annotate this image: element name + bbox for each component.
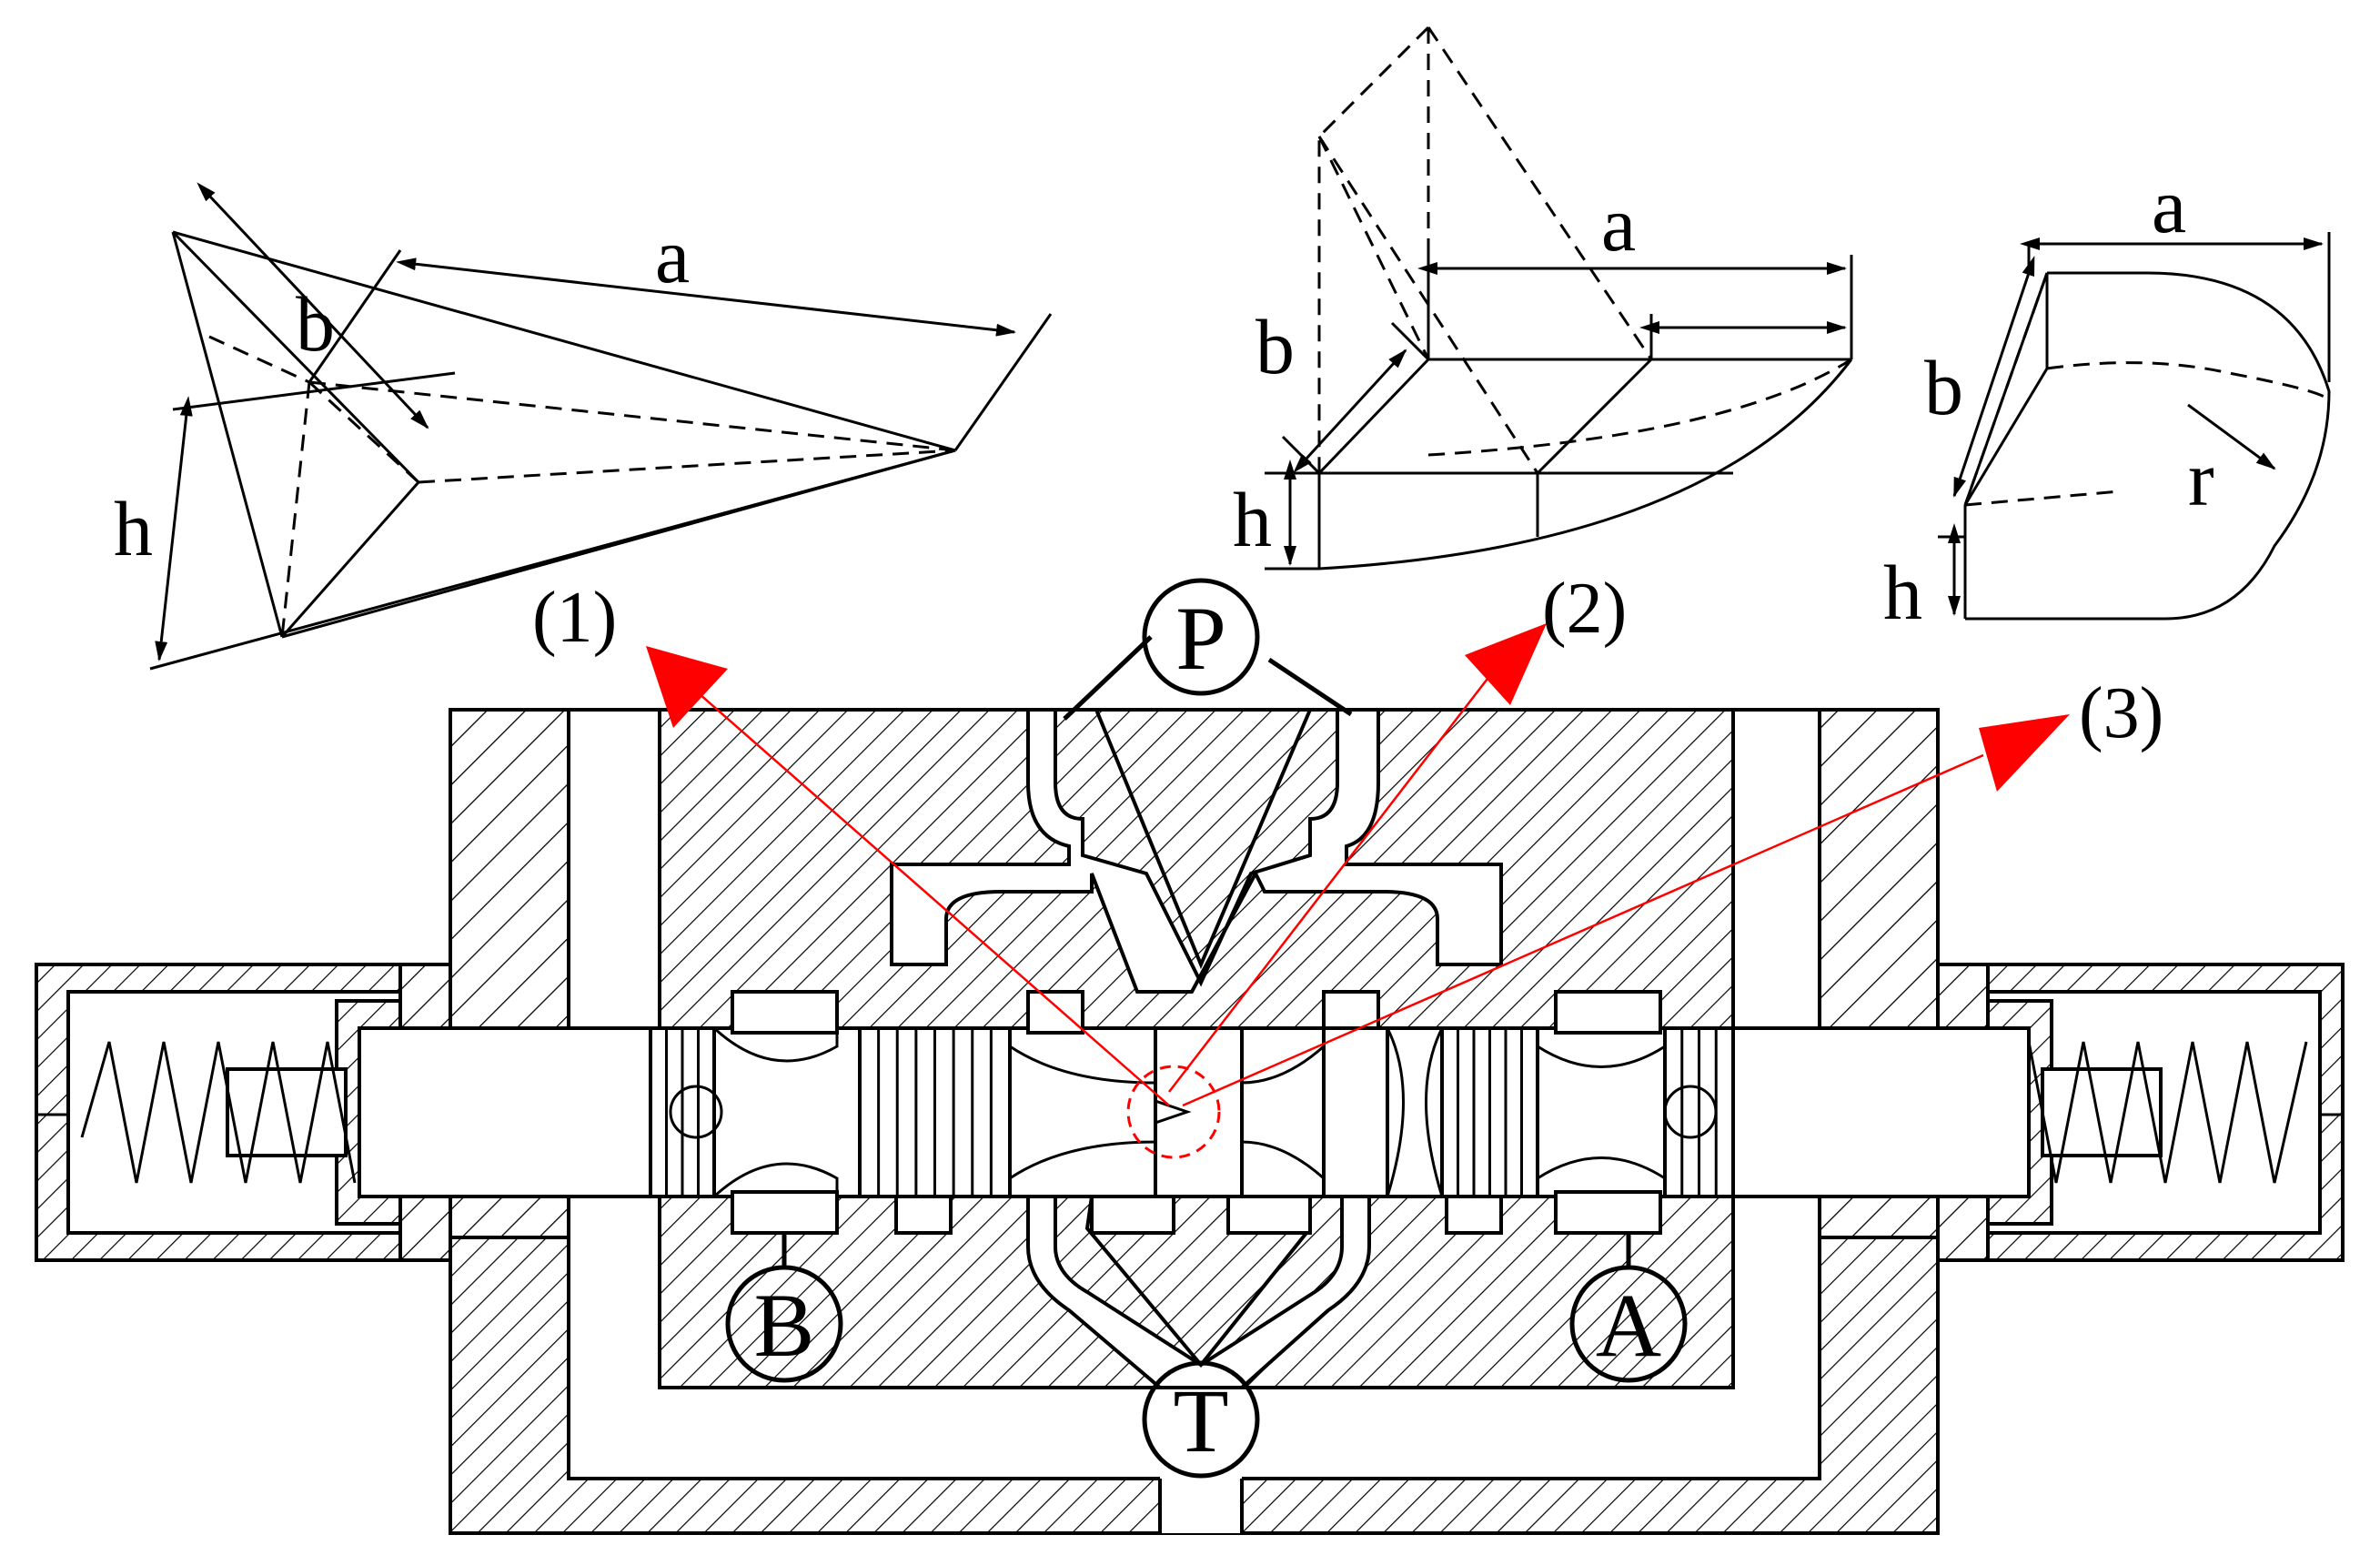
port-t-label: T: [1173, 1370, 1228, 1471]
notch-2-drawing: a b h: [1233, 25, 1853, 571]
port-a: A: [1569, 1233, 1688, 1383]
notch-3-drawing: a b h r: [1883, 162, 2331, 636]
pointer-3-arrowhead: [1979, 714, 2070, 792]
pointer-2-arrowhead: [1465, 623, 1547, 705]
notch-2-dim-h: h: [1233, 476, 1272, 563]
notch-1-drawing: a b h: [114, 182, 1053, 671]
port-a-label: A: [1596, 1275, 1661, 1376]
notch-2-dim-a: a: [1601, 180, 1636, 268]
spool-grooves: [665, 1028, 1718, 1197]
notch-3-dim-b: b: [1924, 344, 1963, 431]
notch-label-2: (2): [1542, 569, 1627, 649]
port-b-label: B: [754, 1275, 815, 1376]
port-b: B: [725, 1233, 843, 1383]
port-p-label: P: [1175, 588, 1226, 689]
pointer-1-arrowhead: [646, 646, 728, 728]
notch-3-dim-h: h: [1883, 549, 1922, 636]
notch-pointers: [646, 623, 2070, 1159]
spool: [358, 1026, 2031, 1198]
notch-label-1: (1): [532, 578, 617, 658]
notch-1-dim-b: b: [296, 280, 335, 368]
notch-3-dim-r: r: [2188, 435, 2214, 522]
notch-2-dim-b: b: [1256, 303, 1295, 390]
notch-1-dim-h: h: [114, 485, 153, 572]
notch-label-3: (3): [2079, 673, 2163, 753]
port-t: T: [1142, 1360, 1260, 1479]
notch-1-dim-a: a: [655, 212, 690, 299]
port-p: P: [1063, 578, 1353, 721]
notch-3-dim-a: a: [2152, 162, 2186, 249]
notch-highlight-circle: [1126, 1065, 1221, 1159]
